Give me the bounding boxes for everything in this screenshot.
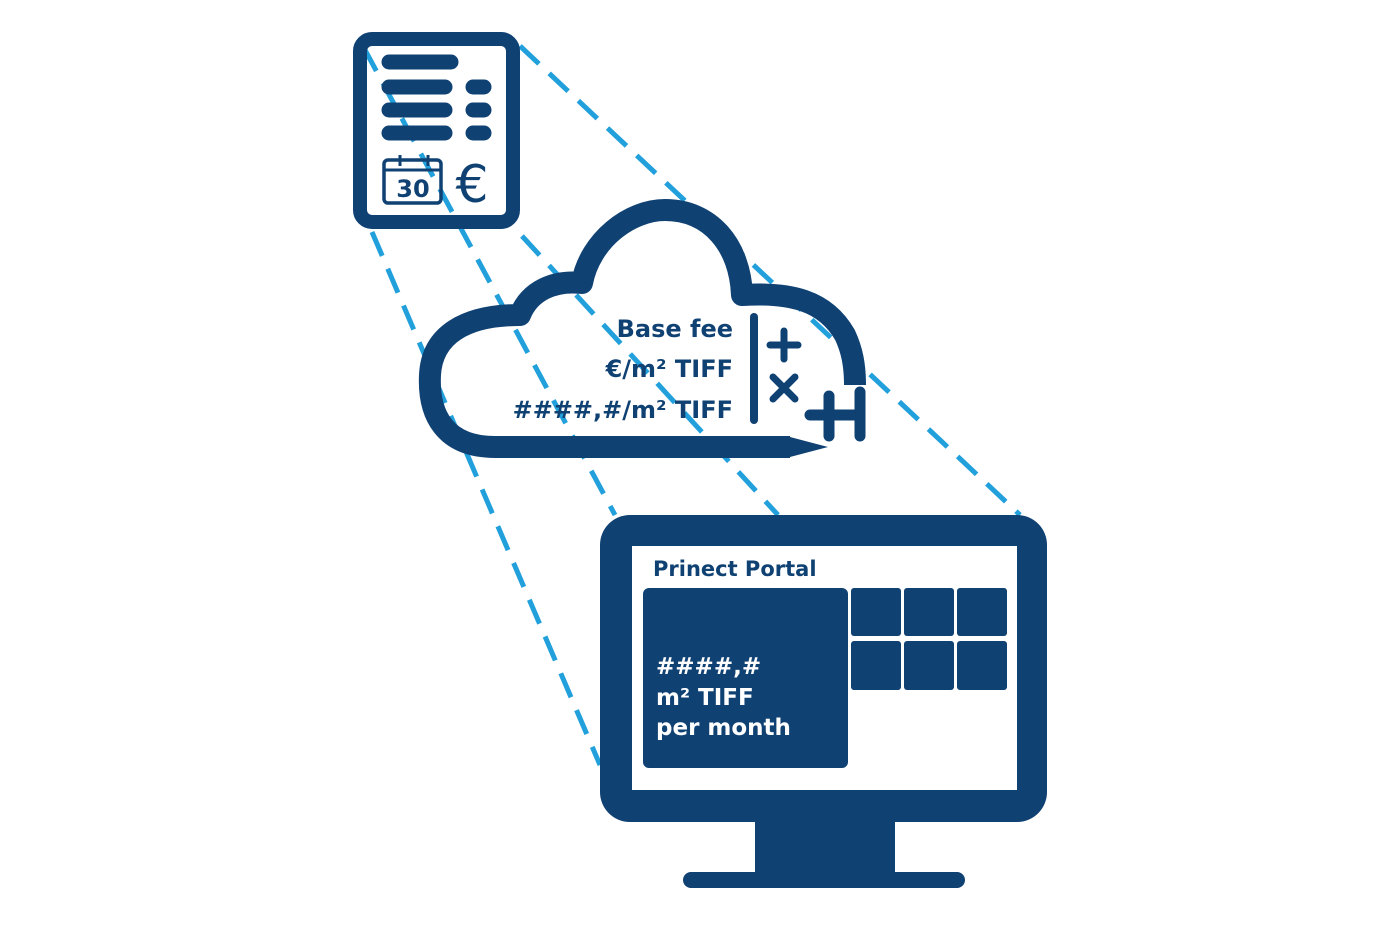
monitor-icon: Prinect Portal ####,# m² TIFF per month [600,515,1047,888]
projection-line [369,231,603,766]
plus-icon [766,327,802,363]
cloud-icon: Base fee €/m² TIFF ####,#/m² TIFF [418,199,866,458]
cloud-line-base-fee: Base fee [617,315,733,343]
summary-tile [643,588,848,768]
tile-value: ####,# [656,654,761,680]
app-title: Prinect Portal [653,557,817,581]
tile-unit: m² TIFF [656,685,754,711]
euro-icon: € [455,155,488,215]
projection-line [518,44,1022,517]
tile-grid [851,588,1007,690]
document-icon: 30 € [353,32,520,229]
cloud-line-volume: ####,#/m² TIFF [513,396,733,424]
calendar-icon: 30 [382,155,443,205]
multiply-icon [769,373,799,403]
calendar-day: 30 [396,175,429,203]
tile-period: per month [656,715,791,741]
sum-icon [804,386,866,442]
cloud-line-price-per-m2: €/m² TIFF [605,355,733,383]
